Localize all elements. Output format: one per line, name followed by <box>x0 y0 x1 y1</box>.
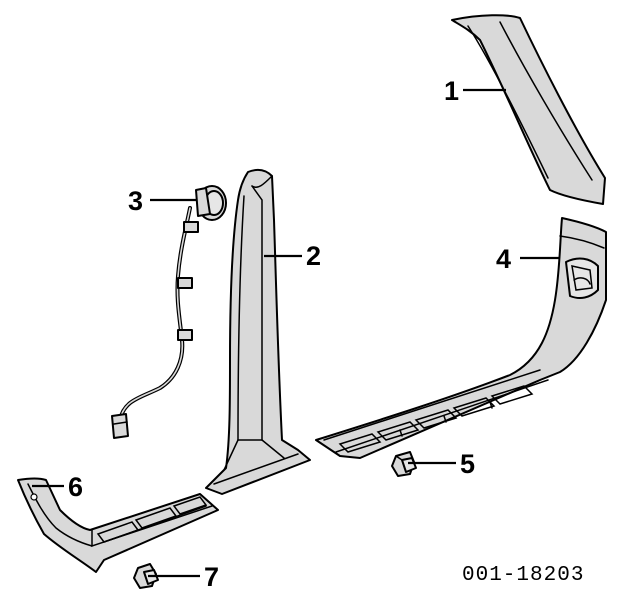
callout-4: 4 <box>496 244 511 274</box>
callout-6: 6 <box>68 472 83 502</box>
part-3-speaker-harness <box>111 185 227 439</box>
callout-2: 2 <box>306 241 321 271</box>
callout-3: 3 <box>128 186 143 216</box>
part-4-quarter-trim-panel <box>315 217 607 459</box>
diagram-reference-number: 001-18203 <box>462 564 584 587</box>
part-5-retainer-clip <box>391 451 417 477</box>
part-7-retainer-clip <box>133 563 159 589</box>
part-2-a-pillar-trim <box>205 168 311 495</box>
part-1-b-pillar-upper-trim <box>451 14 606 205</box>
callout-5: 5 <box>460 449 475 479</box>
callout-7: 7 <box>204 562 219 592</box>
part-6-front-sill-scuff-plate <box>17 477 219 573</box>
callout-1: 1 <box>444 76 459 106</box>
